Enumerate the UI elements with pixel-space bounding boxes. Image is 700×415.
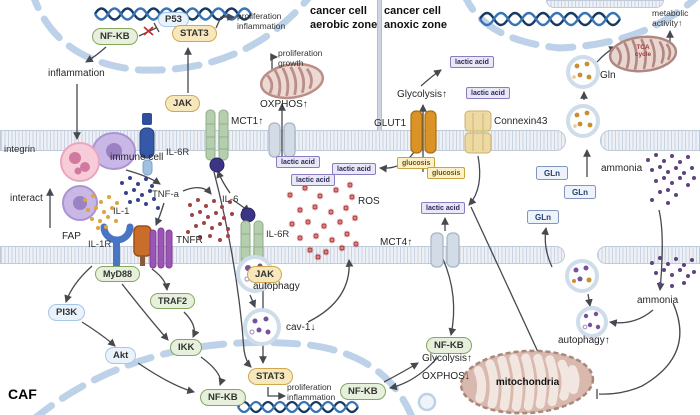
proliferation-growth-note: proliferation growth bbox=[278, 48, 323, 69]
tnfa-dots bbox=[120, 176, 160, 210]
pill-akt: Akt bbox=[105, 347, 137, 364]
tca-cycle-label: TCA cycle bbox=[634, 44, 652, 59]
oxphos-up-label: OXPHOS↑ bbox=[260, 99, 308, 110]
il6-ligand-icon bbox=[240, 207, 256, 223]
ros-cluster bbox=[286, 181, 360, 261]
cav1-label: cav-1↓ bbox=[286, 322, 316, 333]
gln-box-1: GLn bbox=[536, 166, 568, 180]
glycolysis-caf-label: Glycolysis↑ bbox=[422, 353, 473, 364]
nucleus-aerobic-envelope bbox=[31, 0, 312, 74]
glucosis-tag-2: glucosis bbox=[427, 167, 466, 179]
inhibition-line bbox=[598, 302, 681, 395]
dna-caf bbox=[237, 400, 359, 414]
gln-box-3: GLn bbox=[527, 210, 559, 224]
il1-label: IL-1 bbox=[113, 206, 130, 217]
autophagosome-2 bbox=[576, 306, 608, 338]
gln-membrane-vesicle bbox=[566, 104, 600, 138]
inhibition-x-icon bbox=[143, 26, 154, 36]
mct1-channel bbox=[268, 122, 296, 158]
mitochondrion-caf bbox=[459, 349, 595, 415]
ammonia-dots-lower bbox=[650, 256, 696, 288]
pill-ikk: IKK bbox=[170, 339, 203, 356]
il1r-receptor bbox=[100, 223, 134, 268]
il6-dots bbox=[186, 198, 234, 242]
ammonia-upper-label: ammonia bbox=[601, 163, 643, 174]
pill-myd88: MyD88 bbox=[95, 266, 141, 282]
glucosis-tag-1: glucosis bbox=[397, 157, 436, 169]
pill-pi3k: PI3K bbox=[48, 304, 86, 321]
immune-cell-label: immune cell bbox=[110, 152, 164, 163]
lactic-acid-tag-anoxic2: lactic acid bbox=[466, 87, 510, 99]
il6-label: IL-6 bbox=[222, 194, 239, 205]
pill-stat3-caf: STAT3 bbox=[248, 368, 293, 385]
metabolic-activity-note: metabolic activity↑ bbox=[652, 8, 689, 29]
ros-label: ROS bbox=[358, 196, 380, 207]
pill-stat3-nucleus: STAT3 bbox=[172, 25, 217, 42]
ammonia-lower-label: ammonia bbox=[637, 295, 679, 306]
lactic-acid-tag-4: lactic acid bbox=[421, 202, 465, 214]
fap-receptor bbox=[133, 225, 152, 266]
zone-divider bbox=[377, 0, 382, 131]
aerobic-zone-title: cancer cell aerobic zone bbox=[310, 5, 378, 31]
pill-jak-bottom: JAK bbox=[247, 266, 283, 283]
integrin-label: integrin bbox=[4, 144, 36, 155]
anoxic-zone-title: cancer cell anoxic zone bbox=[384, 5, 447, 31]
glycolysis-anoxic-label: Glycolysis↑ bbox=[397, 89, 448, 100]
pill-nfkb-nucleus: NF-KB bbox=[92, 28, 138, 45]
il1-dots bbox=[83, 194, 119, 230]
il6r-receptor-bottom bbox=[240, 207, 264, 270]
ammonia-dots-upper bbox=[646, 153, 696, 205]
mitochondrion-aerobic bbox=[259, 62, 325, 100]
tnfr-receptor bbox=[149, 227, 173, 269]
gln-box-2: GLn bbox=[564, 185, 596, 199]
oxphos-down-label: OXPHOS↓ bbox=[422, 371, 470, 382]
lactic-acid-tag-1: lactic acid bbox=[276, 156, 320, 168]
pill-nfkb-caf-mid: NF-KB bbox=[340, 383, 386, 400]
tnfr-label: TNFR bbox=[176, 235, 203, 246]
il6r-top-label: IL-6R bbox=[166, 147, 190, 158]
caf-label: CAF bbox=[8, 386, 37, 402]
glut1-label: GLUT1 bbox=[374, 118, 407, 129]
connexin43-label: Connexin43 bbox=[494, 116, 548, 127]
pill-nfkb-caf-right: NF-KB bbox=[426, 337, 472, 354]
pill-traf2: TRAF2 bbox=[150, 293, 195, 309]
pill-nfkb-caf-left: NF-KB bbox=[200, 389, 246, 406]
glut1-channel bbox=[410, 110, 437, 154]
autophagy-up-label: autophagy↑ bbox=[558, 335, 610, 346]
connexin43-channel bbox=[464, 110, 492, 154]
mct4-channel bbox=[430, 232, 460, 268]
il6-ligand-icon bbox=[209, 157, 225, 173]
inflammation-label: inflammation bbox=[48, 68, 105, 79]
lactic-acid-tag-3: lactic acid bbox=[291, 174, 335, 186]
tnfa-label: TNF-a bbox=[152, 189, 179, 200]
interact-label: interact bbox=[10, 193, 43, 204]
pill-jak-top: JAK bbox=[165, 95, 201, 112]
il6r-bottom-label: IL-6R bbox=[266, 229, 290, 240]
il1r-label: IL-1R bbox=[88, 239, 112, 250]
proliferation-inflammation-note-top: proliferation inflammation bbox=[237, 11, 286, 32]
mitochondria-label: mitochondria bbox=[495, 377, 560, 388]
mitochondrion-tca bbox=[608, 35, 678, 73]
proliferation-inflammation-note-caf: proliferation inflammation bbox=[287, 382, 336, 403]
pill-p53: P53 bbox=[158, 12, 189, 27]
gln-label: Gln bbox=[600, 70, 616, 81]
fap-label: FAP bbox=[62, 231, 81, 242]
cav1-vesicle bbox=[243, 308, 281, 346]
dna-anoxic bbox=[478, 11, 622, 27]
lactic-acid-tag-2: lactic acid bbox=[332, 163, 376, 175]
autophagy-label: autophagy bbox=[253, 281, 300, 292]
gln-vesicle-top bbox=[566, 55, 600, 89]
gln-export-vesicle bbox=[565, 259, 599, 293]
nucleus-anoxic-envelope bbox=[463, 0, 699, 52]
lactic-acid-tag-anoxic1: lactic acid bbox=[450, 56, 494, 68]
mct4-label: MCT4↑ bbox=[380, 237, 413, 248]
il6r-receptor-top bbox=[205, 109, 229, 173]
integrin-receptor bbox=[139, 113, 155, 176]
mct1-label: MCT1↑ bbox=[231, 116, 264, 127]
